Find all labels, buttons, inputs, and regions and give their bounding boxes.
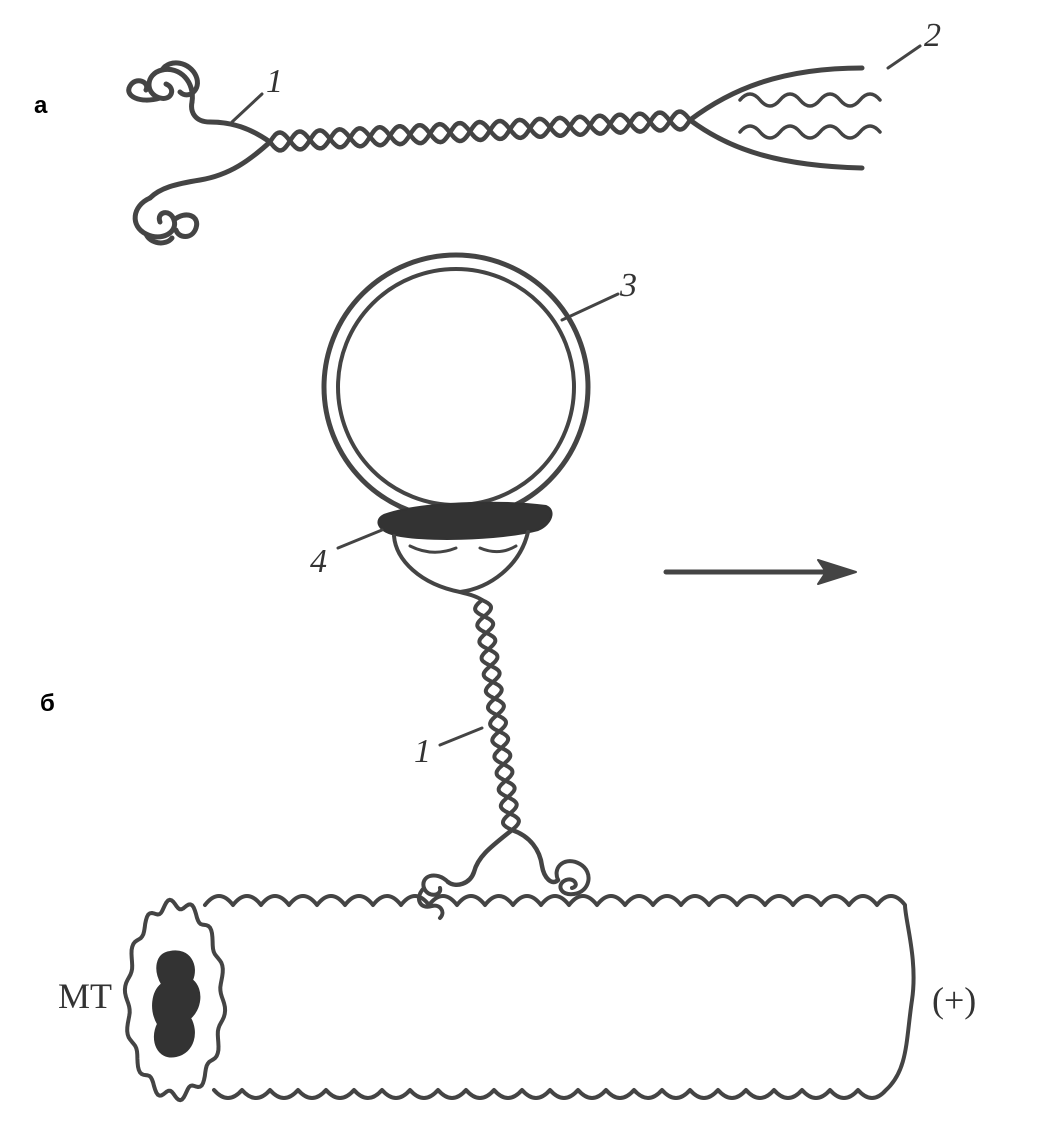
- upper-branch: [189, 99, 273, 145]
- tail-cup: [392, 530, 530, 594]
- plus-end-label: (+): [932, 980, 976, 1020]
- microtubule-label: МТ: [58, 976, 112, 1016]
- light-chain-lower: [738, 124, 882, 140]
- upper-head-globule: [126, 60, 200, 105]
- callout-4: 4: [310, 543, 327, 580]
- coiled-coil-stalk: [267, 109, 693, 153]
- motor-branch-right: [509, 827, 561, 885]
- vertical-stalk: [473, 598, 521, 832]
- receptor-band: [377, 501, 553, 540]
- callout-1b: 1: [414, 733, 431, 770]
- light-chain-upper: [738, 92, 882, 108]
- lower-branch: [147, 139, 273, 201]
- lower-head-globule: [132, 195, 200, 246]
- stalk-strand-2: [267, 109, 693, 152]
- microtubule-lumen: [152, 950, 201, 1058]
- callout-1a: 1: [266, 63, 283, 100]
- microtubule-body: [203, 894, 916, 1100]
- vesicle: [321, 252, 591, 522]
- kinesin-molecule: [126, 60, 882, 246]
- stalk-strand-1: [267, 110, 693, 153]
- stalk-strand-2: [475, 598, 519, 832]
- microtubule: [122, 894, 916, 1103]
- callout-leader-1b: [438, 726, 484, 747]
- callout-2: 2: [924, 17, 941, 54]
- tail-fork-lower: [687, 117, 865, 171]
- callout-leader-3: [560, 292, 620, 322]
- panel-label-b: б: [40, 690, 55, 717]
- panel-label-a: а: [34, 92, 48, 119]
- motor-branch-left: [445, 827, 515, 887]
- tail-cup-inner: [408, 544, 518, 554]
- microtubule-end-ring: [122, 897, 228, 1103]
- callout-leader-2: [886, 44, 922, 70]
- motor-head-right: [554, 859, 591, 897]
- direction-arrow: [663, 559, 857, 585]
- callout-leader-1a: [230, 92, 264, 124]
- tail-cup-neck: [458, 590, 484, 602]
- callout-3: 3: [619, 267, 637, 304]
- tail-fork-upper: [687, 65, 865, 123]
- callout-leader-4: [336, 528, 384, 550]
